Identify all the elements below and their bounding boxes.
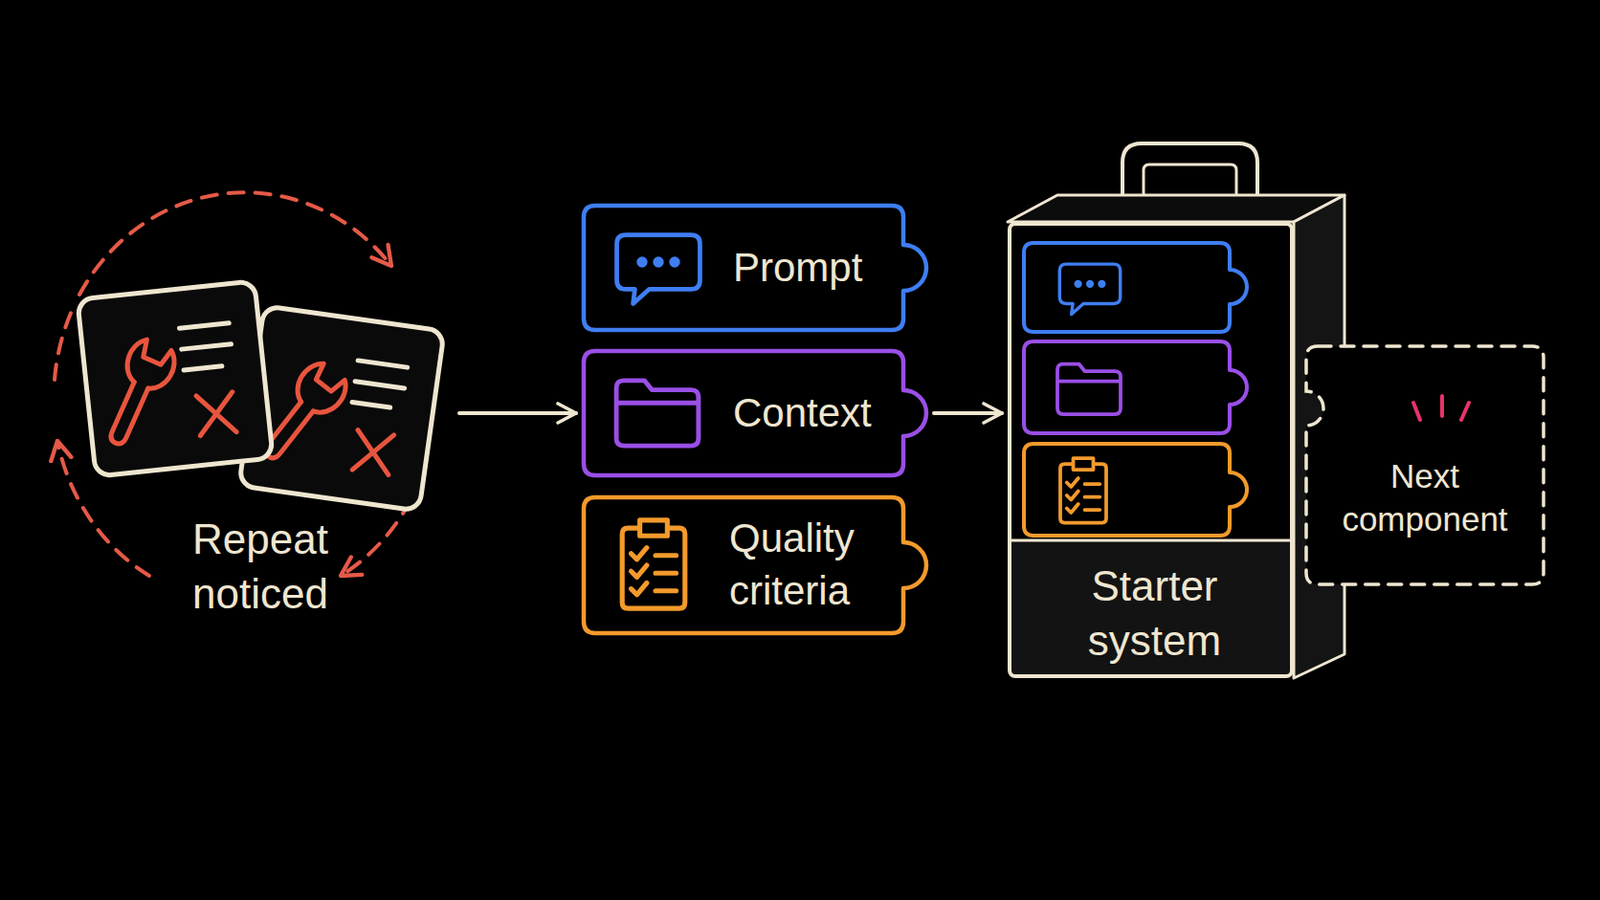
node-label: Starter system xyxy=(1040,558,1270,668)
puzzle-piece: Context xyxy=(581,349,929,478)
fail-cross xyxy=(352,430,394,476)
puzzle-outline-path xyxy=(583,497,927,634)
checklist-icon xyxy=(622,520,686,609)
suitcase-top xyxy=(1007,195,1345,223)
flow-arrow xyxy=(933,411,1002,416)
chat-icon xyxy=(1059,264,1120,314)
loop-group: Repeat noticed xyxy=(38,181,454,632)
puzzle-piece: Quality criteria xyxy=(581,495,929,636)
text-lines xyxy=(179,323,234,371)
loop-arc xyxy=(54,311,72,380)
folder-icon xyxy=(1057,364,1121,416)
checklist-icon xyxy=(1060,458,1107,524)
packed-pieces xyxy=(1023,243,1247,536)
fail-cross xyxy=(196,392,237,437)
wrench-icon xyxy=(94,335,180,453)
packed-piece xyxy=(1023,341,1247,434)
label-holder: Context xyxy=(733,349,925,478)
node-label: Repeat noticed xyxy=(145,511,376,622)
dashed-slot-box: Next component xyxy=(1304,344,1546,587)
slot-outline-path xyxy=(1306,346,1544,585)
node-label: Context xyxy=(733,387,872,441)
label-holder: Next component xyxy=(1304,444,1546,552)
puzzle-outline-path xyxy=(583,205,927,331)
loop-arc xyxy=(340,500,411,577)
puzzle-outline-path xyxy=(583,351,927,476)
wrench-head xyxy=(120,335,181,396)
suitcase-band xyxy=(1009,539,1292,543)
text-lines xyxy=(352,360,408,410)
wrench-head xyxy=(288,357,353,422)
suitcase-base xyxy=(1009,540,1292,677)
spark-lines xyxy=(1413,396,1469,421)
folder-icon xyxy=(616,380,699,446)
chat-icon xyxy=(617,235,701,305)
loop-arc xyxy=(79,192,392,295)
puzzle-piece: Prompt xyxy=(581,203,929,333)
node-label: Quality criteria xyxy=(729,512,912,618)
packed-piece xyxy=(1023,444,1247,536)
label-holder: Repeat noticed xyxy=(145,511,376,622)
node-label: Next component xyxy=(1319,454,1531,542)
suitcase-body xyxy=(1007,143,1345,679)
packed-piece xyxy=(1023,243,1247,333)
label-holder: Starter system xyxy=(1011,544,1298,683)
suitcase-box: Starter system xyxy=(1007,222,1294,679)
flow-arrow xyxy=(459,411,577,416)
label-holder: Quality criteria xyxy=(729,495,921,636)
card-frame xyxy=(77,281,273,477)
task-card xyxy=(77,281,273,477)
label-holder: Prompt xyxy=(733,203,925,333)
node-label: Prompt xyxy=(733,242,863,295)
wrench-handle xyxy=(108,382,148,447)
